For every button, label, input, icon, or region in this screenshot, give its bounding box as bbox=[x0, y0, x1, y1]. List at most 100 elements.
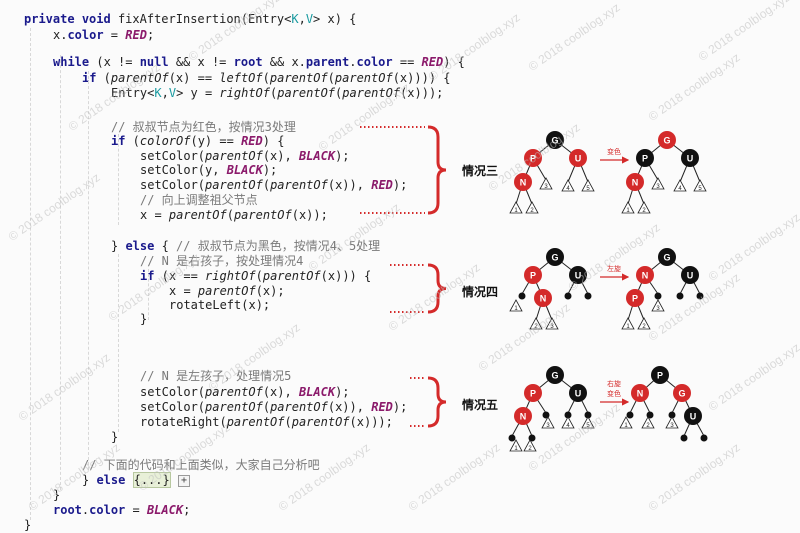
subtree-label: 1 bbox=[626, 324, 630, 330]
code-line: // 下面的代码和上面类似，大家自己分析吧 bbox=[82, 458, 320, 472]
indent-guide bbox=[30, 28, 31, 520]
subtree-triangle bbox=[641, 416, 655, 429]
tree-node bbox=[524, 149, 542, 167]
subtree-label: 2 bbox=[642, 208, 646, 214]
curly-brace bbox=[427, 263, 447, 314]
tree-node-label: G bbox=[678, 389, 685, 399]
subtree-label: 1 bbox=[514, 306, 518, 312]
subtree-label: 5 bbox=[586, 186, 590, 192]
tree-node bbox=[681, 149, 699, 167]
code-line: x.color = RED; bbox=[53, 28, 155, 42]
tree-node-label: P bbox=[632, 294, 638, 304]
subtree-triangle bbox=[651, 299, 665, 312]
subtree-triangle bbox=[637, 201, 651, 214]
code-line: // 向上调整祖父节点 bbox=[140, 193, 258, 207]
tree-node bbox=[546, 248, 564, 266]
subtree-triangle bbox=[561, 416, 575, 429]
subtree-triangle bbox=[525, 201, 539, 214]
code-line: // N 是左孩子，处理情况5 bbox=[140, 369, 292, 383]
code-line: rotateLeft(x); bbox=[169, 298, 271, 312]
subtree-label: 3 bbox=[546, 423, 550, 429]
subtree-label: 3 bbox=[544, 184, 548, 190]
subtree-triangle bbox=[561, 179, 575, 192]
code-line: } bbox=[53, 488, 61, 502]
tree-node-label: P bbox=[530, 389, 536, 399]
leaf-dot bbox=[508, 434, 516, 442]
curly-brace bbox=[427, 376, 447, 428]
leaf-dot bbox=[680, 434, 688, 442]
tree-node-label: N bbox=[540, 294, 547, 304]
subtree-label: 2 bbox=[530, 208, 534, 214]
code-line: if (parentOf(x) == leftOf(parentOf(paren… bbox=[82, 71, 451, 85]
indent-guide bbox=[118, 134, 119, 225]
code-line: if (colorOf(y) == RED) { bbox=[111, 134, 285, 148]
tree-node bbox=[658, 131, 676, 149]
leaf-dot bbox=[584, 292, 592, 300]
case3-label: 情况三 bbox=[462, 164, 499, 178]
tree-node bbox=[631, 384, 649, 402]
tree-node bbox=[626, 289, 644, 307]
case5-arrow-label-1: 右旋 bbox=[607, 379, 621, 388]
subtree-label: 3 bbox=[656, 306, 660, 312]
code-line: } else { // 叔叔节点为黑色，按情况4、5处理 bbox=[111, 239, 381, 253]
subtree-triangle bbox=[509, 299, 523, 312]
subtree-label: 5 bbox=[586, 423, 590, 429]
tree-node-label: N bbox=[520, 412, 527, 422]
tree-node-label: U bbox=[575, 154, 582, 164]
code-line: setColor(parentOf(x), BLACK); bbox=[140, 385, 350, 399]
tree-node-label: G bbox=[551, 371, 558, 381]
curly-brace bbox=[427, 125, 447, 215]
code-line: x = parentOf(x); bbox=[169, 284, 285, 298]
tree-node-label: U bbox=[687, 271, 694, 281]
subtree-triangle bbox=[581, 179, 595, 192]
tree-node bbox=[651, 366, 669, 384]
subtree-triangle bbox=[523, 439, 537, 452]
subtree-triangle bbox=[693, 179, 707, 192]
subtree-label: 2 bbox=[534, 324, 538, 330]
tree-node bbox=[636, 149, 654, 167]
subtree-triangle bbox=[619, 416, 633, 429]
tree-node-label: P bbox=[530, 271, 536, 281]
subtree-triangle bbox=[665, 416, 679, 429]
code-line: setColor(parentOf(x), BLACK); bbox=[140, 149, 350, 163]
code-line: setColor(parentOf(parentOf(x)), RED); bbox=[140, 400, 408, 414]
tree-node bbox=[569, 149, 587, 167]
tree-node-label: N bbox=[632, 178, 639, 188]
leaf-dot bbox=[696, 292, 704, 300]
subtree-label: 1 bbox=[626, 208, 630, 214]
tree-node bbox=[626, 173, 644, 191]
subtree-triangle bbox=[541, 416, 555, 429]
tree-node bbox=[524, 266, 542, 284]
tree-node bbox=[546, 131, 564, 149]
code-line: root.color = BLACK; bbox=[53, 503, 191, 517]
tree-node-label: G bbox=[551, 253, 558, 263]
leaf-dot bbox=[564, 292, 572, 300]
subtree-label: 4 bbox=[566, 186, 570, 192]
tree-node bbox=[569, 266, 587, 284]
leaf-dot bbox=[564, 411, 572, 419]
tree-node-label: G bbox=[663, 136, 670, 146]
code-line: } bbox=[24, 518, 32, 532]
tree-node bbox=[569, 384, 587, 402]
code-line: private void fixAfterInsertion(Entry<K,V… bbox=[24, 12, 357, 26]
subtree-triangle bbox=[637, 317, 651, 330]
code-line: if (x == rightOf(parentOf(x))) { bbox=[140, 269, 372, 283]
indent-guide bbox=[60, 55, 61, 490]
subtree-triangle bbox=[673, 179, 687, 192]
leaf-dot bbox=[518, 292, 526, 300]
expand-icon[interactable]: + bbox=[177, 474, 190, 487]
tree-node-label: U bbox=[687, 154, 694, 164]
subtree-label: 1 bbox=[514, 446, 518, 452]
subtree-label: 1 bbox=[624, 423, 628, 429]
code-line: x = parentOf(parentOf(x)); bbox=[140, 208, 328, 222]
code-line: setColor(parentOf(parentOf(x)), RED); bbox=[140, 178, 408, 192]
tree-node-label: U bbox=[575, 389, 582, 399]
subtree-triangle bbox=[545, 317, 559, 330]
leaf-dot bbox=[700, 434, 708, 442]
code-line: } bbox=[111, 430, 119, 444]
tree-node-label: G bbox=[551, 136, 558, 146]
subtree-triangle bbox=[509, 439, 523, 452]
case5-label: 情况五 bbox=[462, 398, 499, 412]
leaf-dot bbox=[654, 292, 662, 300]
